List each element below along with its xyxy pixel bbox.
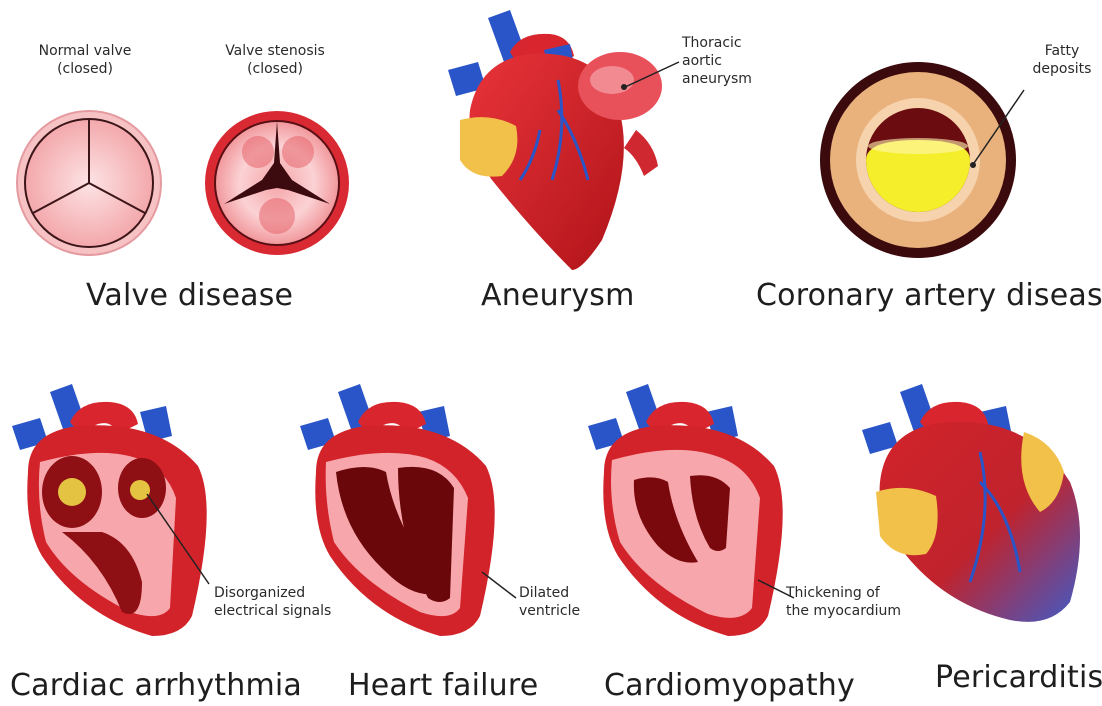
normal-valve-caption: Normal valve (closed) (20, 42, 150, 78)
aneurysm-heart-illustration (440, 10, 680, 272)
aneurysm-label: Thoracic aortic aneurysm (682, 34, 752, 88)
aneurysm-title: Aneurysm (481, 278, 635, 313)
heart-failure-leader-line (480, 570, 518, 600)
fatty-deposits-label: Fatty deposits (1030, 42, 1094, 78)
valve-disease-title: Valve disease (86, 278, 293, 313)
normal-valve-illustration (14, 108, 164, 258)
cardiomyopathy-illustration (586, 372, 796, 642)
heart-failure-illustration (298, 372, 518, 642)
cardiomyopathy-title: Cardiomyopathy (604, 668, 855, 703)
pericarditis-heart-illustration (860, 372, 1095, 642)
coronary-leader-line (968, 88, 1028, 170)
cardiac-arrhythmia-title: Cardiac arrhythmia (10, 668, 302, 703)
dilated-ventricle-label: Dilated ventricle (519, 584, 580, 620)
aneurysm-leader-line (621, 60, 681, 90)
valve-stenosis-caption: Valve stenosis (closed) (200, 42, 350, 78)
heart-failure-title: Heart failure (348, 668, 538, 703)
arrhythmia-leader-line (145, 492, 213, 588)
coronary-artery-title: Coronary artery disease (756, 278, 1102, 313)
stenosis-valve-illustration (202, 108, 352, 258)
pericarditis-title: Pericarditis (935, 660, 1102, 695)
